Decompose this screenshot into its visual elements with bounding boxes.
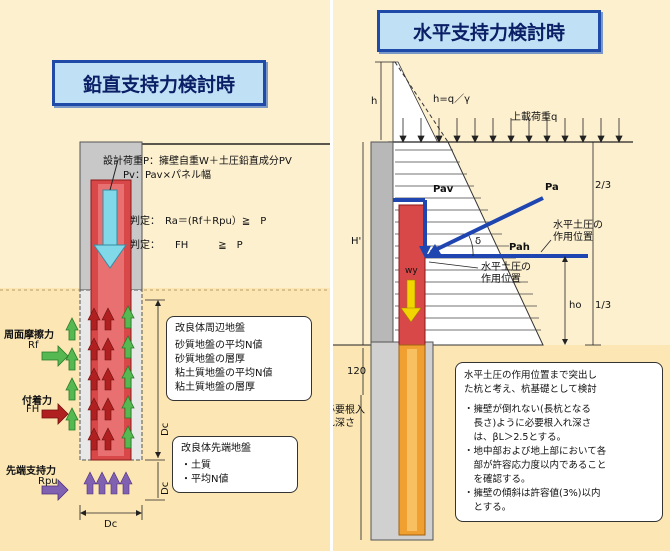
vertical-title-text: 鉛直支持力検討時 (82, 73, 235, 96)
h-formula-label: h=q／γ (433, 94, 470, 105)
dc-vertical-label: Dc (160, 422, 171, 436)
two-thirds-label: 2/3 (595, 180, 612, 191)
surcharge-arrows (399, 118, 623, 143)
callout-line: ・地中部および地上部において各 (464, 446, 607, 457)
surcharge-label: 上載荷重q (511, 112, 558, 123)
design-load-leader (109, 159, 119, 191)
horizontal-title: 水平支持力検討時 (377, 10, 601, 52)
surrounding-ground-item: 粘土質地盤の層厚 (175, 382, 255, 393)
surrounding-ground-item: 砂質地盤の平均N値 (175, 340, 263, 351)
vertical-title: 鉛直支持力検討時 (52, 60, 266, 106)
dc-vertical-label-2: Dc (160, 481, 171, 495)
passive-position-label: 水平土圧の 作用位置 (481, 262, 531, 286)
delta-arc (468, 235, 474, 257)
h-label: h (371, 96, 378, 107)
fh-arrow (41, 403, 69, 425)
horizontal-title-text: 水平支持力検討時 (412, 21, 565, 44)
fh-label: FH (26, 404, 40, 415)
callout-line: ・擁壁が倒れない(長杭となる (464, 404, 591, 415)
surrounding-ground-callout: 改良体周辺地盤 砂質地盤の平均N値 砂質地盤の層厚 粘土質地盤の平均N値 粘土質… (166, 316, 312, 401)
active-position-label: 水平土圧の 作用位置 (553, 220, 603, 244)
callout-line: 水平土圧の作用位置まで突出し (464, 370, 598, 381)
callout-line: 長さ)ように必要根入れ深さ (464, 418, 592, 429)
adhesion-label: 付着力 (22, 396, 52, 407)
rf-arrow (41, 345, 69, 367)
active-position-line: 作用位置 (553, 232, 593, 243)
h0-label: ho (569, 300, 582, 311)
active-position-line: 水平土圧の (553, 220, 603, 231)
skin-friction-arrows (65, 305, 135, 449)
judge-1-label: 判定： Ra＝(Rf＋Rpu）≧ P (130, 216, 267, 227)
callout-line: は、βL＞2.5とする。 (464, 432, 567, 443)
rf-label: Rf (28, 340, 39, 351)
surrounding-ground-item: 粘土質地盤の平均N値 (175, 368, 273, 379)
passive-position-line: 作用位置 (481, 274, 521, 285)
pav-label: Pav (433, 184, 454, 195)
horizontal-check-callout: 水平土圧の作用位置まで突出し た杭と考え、杭基礎として検討 ・擁壁が倒れない(長… (455, 362, 663, 522)
judge-2-label: 判定： FH ≧ P (130, 240, 243, 251)
passive-position-line: 水平土圧の (481, 262, 531, 273)
embed-depth-line: 必要根入 (333, 405, 365, 416)
rpu-arrow (41, 479, 69, 501)
pv-formula-label: Pv：Pav×パネル幅 (123, 170, 211, 181)
wy-label: wy (405, 266, 418, 276)
pah-label: Pah (509, 242, 530, 253)
callout-line: を確認する。 (464, 474, 531, 485)
embed-depth-label: 必要根入 れ深さ (333, 404, 365, 430)
surrounding-ground-item: 砂質地盤の層厚 (175, 354, 245, 365)
dc-horizontal-label: Dc (104, 519, 118, 530)
wy-arrow-shaft (406, 279, 416, 311)
tip-ground-item: ・平均N値 (181, 474, 229, 485)
surrounding-ground-title: 改良体周辺地盤 (175, 323, 245, 334)
retaining-wall (370, 141, 394, 343)
pa-label: Pa (545, 182, 559, 193)
delta-label: δ (475, 236, 482, 247)
tip-resistance-arrows (83, 471, 133, 495)
vertical-bearing-panel: 鉛直支持力検討時 設計荷重P：擁壁自重W＋土圧鉛直成分PV Pv：Pav×パネル… (0, 0, 330, 551)
callout-line: 部が許容応力度以内であること (464, 460, 607, 471)
tip-ground-callout: 改良体先端地盤 ・土質 ・平均N値 (172, 436, 298, 493)
design-load-label: 設計荷重P：擁壁自重W＋土圧鉛直成分PV (103, 156, 292, 167)
horizontal-bearing-panel: 水平支持力検討時 h h=q／γ 上載荷重q Pav Pa Pah δ wy 水… (333, 0, 670, 551)
callout-line: とする。 (464, 502, 512, 513)
design-load-arrow-shaft (102, 189, 118, 246)
pa-resultant (430, 196, 544, 254)
skin-friction-label: 周面摩擦力 (4, 330, 54, 341)
rpu-label: Rpu (38, 476, 58, 487)
adhesion-arrows (87, 307, 115, 451)
tip-ground-title: 改良体先端地盤 (181, 443, 251, 454)
h-prime-label: H' (351, 236, 362, 247)
tip-resistance-label: 先端支持力 (6, 466, 56, 477)
dim-120-label: 120 (347, 366, 367, 377)
callout-line: た杭と考え、杭基礎として検討 (464, 384, 597, 395)
callout-line: ・擁壁の傾斜は許容値(3%)以内 (464, 488, 601, 499)
pile-lower-core (407, 349, 417, 531)
one-third-label: 1/3 (595, 300, 612, 311)
embed-depth-line: れ深さ (333, 418, 355, 429)
tip-ground-item: ・土質 (181, 460, 211, 471)
design-load-arrow-head (93, 244, 127, 269)
